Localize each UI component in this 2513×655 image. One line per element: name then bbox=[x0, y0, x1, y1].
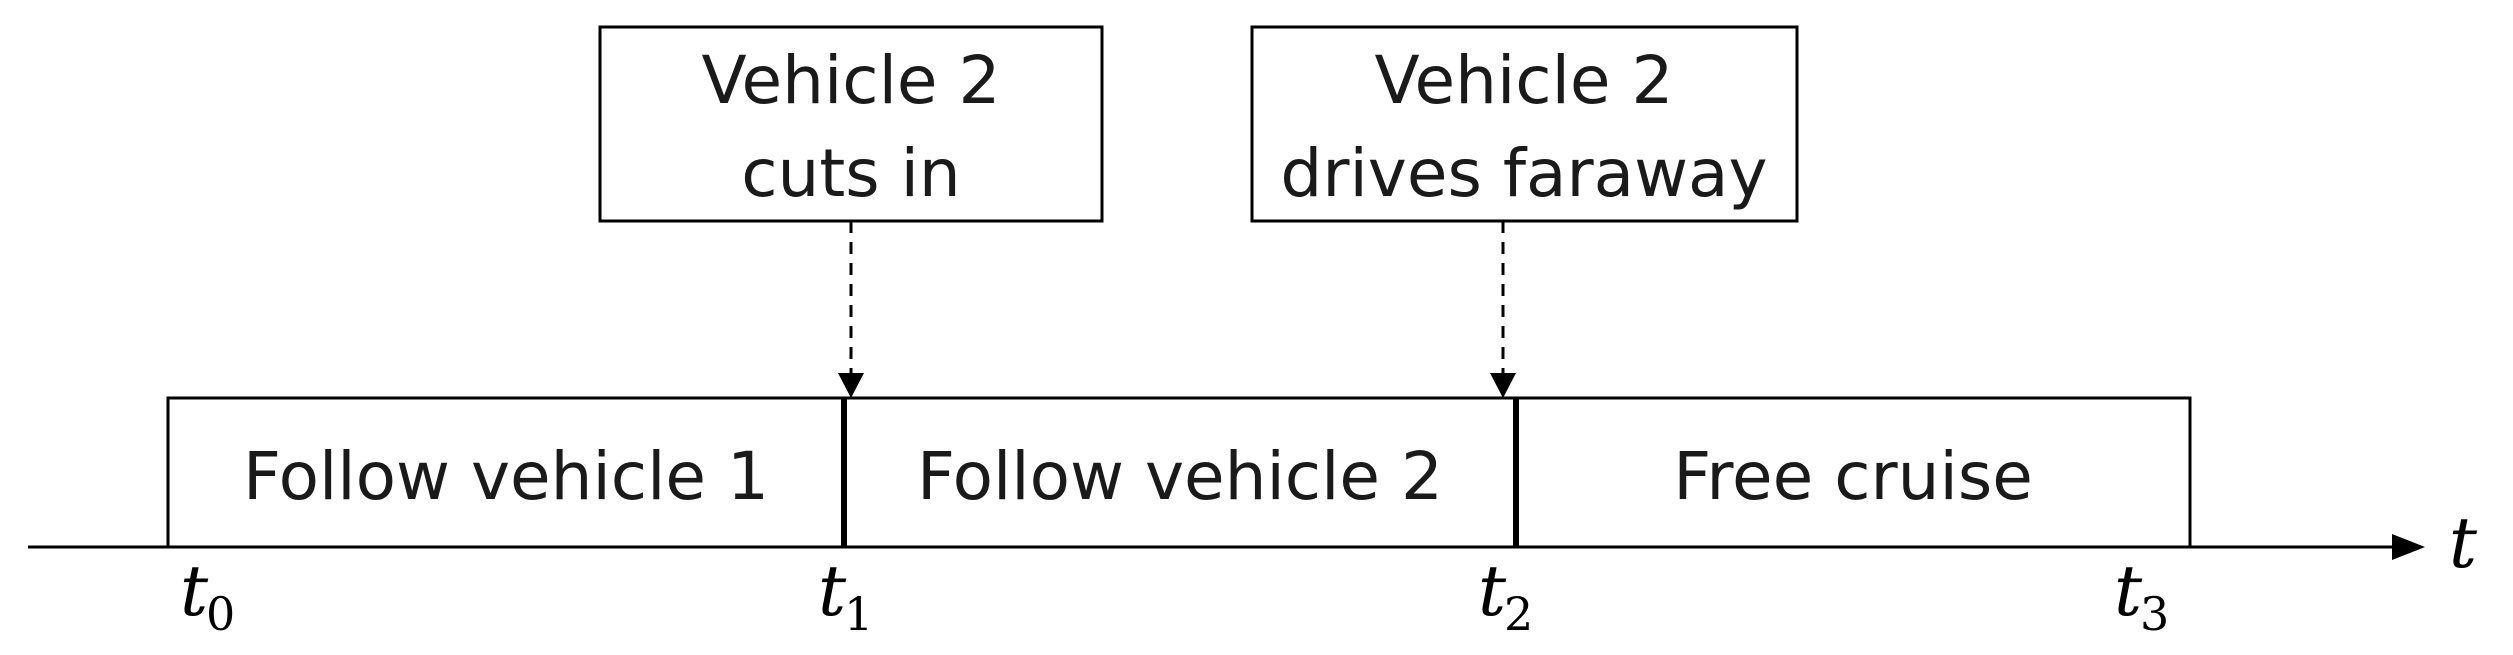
tick-t1: t 1 bbox=[818, 550, 873, 641]
event-cuts-in-line2: cuts in bbox=[741, 135, 961, 212]
tick-t0: t 0 bbox=[180, 550, 235, 641]
dashed-arrow-drives-faraway bbox=[1490, 221, 1516, 398]
tick-subscript: 1 bbox=[844, 587, 873, 641]
event-box-cuts-in: Vehicle 2 cuts in bbox=[598, 25, 1104, 223]
phase-label: Follow vehicle 1 bbox=[243, 438, 769, 515]
phase-follow-vehicle-1: Follow vehicle 1 bbox=[166, 396, 846, 549]
event-box-drives-faraway: Vehicle 2 drives faraway bbox=[1250, 25, 1799, 223]
tick-t3: t 3 bbox=[2114, 550, 2169, 641]
tick-subscript: 0 bbox=[206, 587, 235, 641]
dashed-arrow-cuts-in bbox=[838, 221, 864, 398]
time-axis: t bbox=[28, 502, 2478, 584]
arrowhead-down-icon bbox=[838, 373, 864, 398]
tick-main: t bbox=[1478, 550, 1507, 632]
tick-t2: t 2 bbox=[1478, 550, 1533, 641]
tick-subscript: 3 bbox=[2140, 587, 2169, 641]
arrowhead-right-icon bbox=[2392, 534, 2425, 560]
event-drives-faraway-line2: drives faraway bbox=[1280, 135, 1767, 212]
phase-free-cruise: Free cruise bbox=[1514, 396, 2192, 549]
tick-main: t bbox=[2114, 550, 2143, 632]
tick-main: t bbox=[818, 550, 847, 632]
arrowhead-down-icon bbox=[1490, 373, 1516, 398]
tick-main: t bbox=[180, 550, 209, 632]
event-drives-faraway-line1: Vehicle 2 bbox=[1375, 42, 1674, 119]
tick-subscript: 2 bbox=[1504, 587, 1533, 641]
phase-label: Free cruise bbox=[1673, 438, 2033, 515]
event-cuts-in-line1: Vehicle 2 bbox=[702, 42, 1001, 119]
axis-label: t bbox=[2449, 502, 2478, 584]
phase-label: Follow vehicle 2 bbox=[917, 438, 1443, 515]
phase-follow-vehicle-2: Follow vehicle 2 bbox=[842, 396, 1518, 549]
